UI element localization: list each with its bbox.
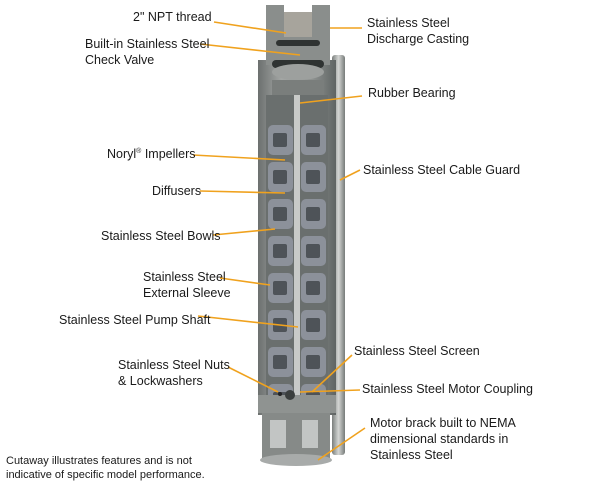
check-valve	[272, 64, 324, 80]
leader-bracket	[317, 427, 366, 461]
diffuser-vane	[273, 244, 287, 258]
label-line: Stainless Steel Nuts	[118, 358, 230, 372]
diffuser-vane	[306, 207, 320, 221]
label-rubber-bearing: Rubber Bearing	[368, 86, 456, 100]
label-bowls: Stainless Steel Bowls	[101, 229, 221, 243]
label-line: Stainless Steel	[367, 16, 450, 30]
leader-lines	[192, 21, 366, 461]
diffuser-vane	[306, 244, 320, 258]
diffuser-vane	[273, 355, 287, 369]
label-screen: Stainless Steel Screen	[354, 344, 480, 358]
label-line: External Sleeve	[143, 286, 231, 300]
diffuser-vane	[306, 133, 320, 147]
label-nuts-lockwashers: Stainless Steel Nuts & Lockwashers	[118, 357, 230, 389]
leader-screen	[311, 354, 353, 393]
label-line: & Lockwashers	[118, 374, 203, 388]
leader-diffusers	[199, 190, 286, 194]
leader-nuts	[227, 366, 279, 393]
diffuser-vane	[273, 133, 287, 147]
leader-sleeve	[219, 277, 271, 286]
diffuser-vane	[273, 170, 287, 184]
motor-coupling	[258, 395, 336, 413]
label-line: Check Valve	[85, 53, 155, 67]
leader-rubber-bearing	[299, 95, 363, 104]
label-motor-coupling: Stainless Steel Motor Coupling	[362, 382, 533, 396]
diffuser-vane	[306, 355, 320, 369]
label-line: Discharge Casting	[367, 32, 470, 46]
diffuser-vane	[273, 207, 287, 221]
footnote-line: indicative of specific model performance…	[6, 468, 205, 481]
leader-bowls	[212, 228, 276, 236]
diffuser-vane	[273, 281, 287, 295]
leader-impellers	[192, 154, 286, 161]
label-text: Impellers	[141, 147, 196, 162]
diffuser-vane	[306, 281, 320, 295]
leader-cable-guard	[339, 169, 361, 181]
pump-shaft	[294, 85, 300, 400]
leader-check-valve	[199, 43, 301, 56]
label-line: Stainless Steel	[370, 448, 453, 462]
footnote-line: Cutaway illustrates features and is not	[6, 455, 192, 467]
label-text: Noryl	[107, 147, 137, 162]
leader-coupling	[299, 389, 361, 393]
diffuser-vane	[306, 318, 320, 332]
label-line: Motor brack built to NEMA	[370, 416, 516, 430]
label-line: Stainless Steel	[143, 270, 226, 284]
leader-npt-thread	[213, 21, 287, 34]
label-motor-bracket: Motor brack built to NEMA dimensional sta…	[370, 415, 516, 463]
diffuser-vane	[306, 170, 320, 184]
label-cable-guard: Stainless Steel Cable Guard	[363, 163, 521, 177]
label-diffusers: Diffusers	[152, 184, 202, 198]
label-impellers: Noryl® Impellers	[107, 144, 196, 162]
label-line: dimensional standards in	[370, 432, 509, 446]
label-npt-thread: 2" NPT thread	[133, 10, 212, 24]
label-line: Built-in Stainless Steel	[85, 37, 210, 51]
leader-pump-shaft	[197, 315, 299, 328]
registered-mark: ®	[136, 148, 142, 155]
label-pump-shaft: Stainless Steel Pump Shaft	[59, 313, 211, 327]
